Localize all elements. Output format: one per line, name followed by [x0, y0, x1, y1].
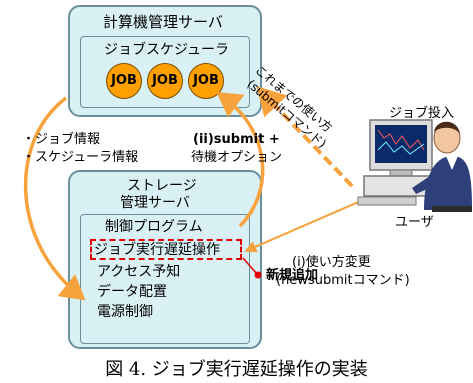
- left-label-job-info: ・ジョブ情報: [22, 132, 101, 147]
- storage-server-title-line2: 管理サーバ: [120, 195, 190, 211]
- job-circle-2: JOB: [147, 63, 183, 99]
- computer-server-title: 計算機管理サーバ: [103, 13, 223, 31]
- job-circle-1: JOB: [106, 63, 142, 99]
- storage-item-data-placement: データ配置: [97, 284, 167, 300]
- middle-label-submit: (ii)submit +: [193, 132, 280, 147]
- new-usage-label-line1: (i)使い方変更: [292, 255, 371, 270]
- user-label: ユーザ: [395, 215, 434, 230]
- left-label-scheduler-info: ・スケジューラ情報: [22, 150, 139, 165]
- submit-wait-arrow: [216, 91, 265, 228]
- job-submit-label: ジョブ投入: [389, 106, 455, 121]
- new-feature-highlight-box: [90, 239, 242, 260]
- storage-item-access-prediction: アクセス予知: [97, 264, 181, 280]
- storage-server-title-line1: ストレージ: [127, 178, 197, 194]
- figure-caption: 図 4. ジョブ実行遅延操作の実装: [105, 359, 368, 380]
- job-scheduler-label: ジョブスケジューラ: [104, 42, 230, 58]
- user-person-icon: [412, 121, 472, 212]
- new-addition-dot: [254, 271, 262, 279]
- control-program-box: [80, 214, 250, 344]
- computer-terminal-icon: [357, 119, 433, 206]
- new-usage-label-line2: (newsubmitコマンド): [276, 273, 410, 288]
- old-usage-arrow: [256, 86, 354, 188]
- job-info-arrow: [23, 96, 86, 301]
- middle-label-wait-option: 待機オプション: [191, 150, 283, 165]
- storage-item-job-delay: ジョブ実行遅延操作: [94, 242, 220, 258]
- storage-item-power-control: 電源制御: [97, 304, 153, 320]
- storage-item-control-program: 制御プログラム: [105, 219, 203, 235]
- new-addition-label: 新規追加: [266, 268, 319, 283]
